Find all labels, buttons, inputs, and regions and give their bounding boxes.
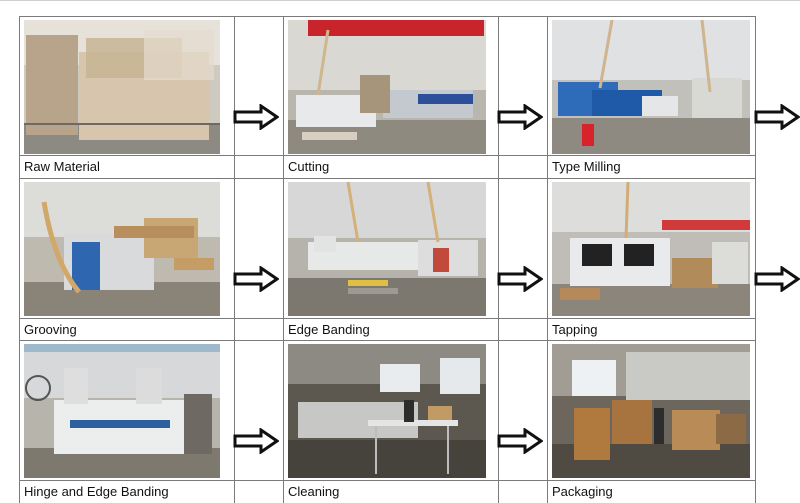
right-arrow-icon [233,104,279,130]
edge-banding-label: Edge Banding [288,322,370,337]
right-arrow-icon [233,428,279,454]
right-arrow-icon [497,428,543,454]
type-milling-photo [552,20,750,154]
tapping-photo [552,182,750,316]
right-arrow-icon [497,266,543,292]
grooving-label: Grooving [24,322,77,337]
cleaning-photo [288,344,486,478]
right-arrow-icon [754,104,800,130]
raw-material-photo [24,20,220,154]
tapping-label: Tapping [552,322,598,337]
packaging-photo [552,344,750,478]
right-arrow-icon [497,104,543,130]
top-rule [0,0,800,1]
right-arrow-icon [233,266,279,292]
cleaning-label: Cleaning [288,484,340,499]
cutting-photo [288,20,486,154]
grooving-photo [24,182,220,316]
edge-banding-photo [288,182,486,316]
cutting-label: Cutting [288,159,330,174]
right-arrow-icon [754,266,800,292]
type-milling-label: Type Milling [552,159,621,174]
hinge-and-edge-banding-label: Hinge and Edge Banding [24,484,169,499]
hinge-and-edge-banding-photo [24,344,220,478]
raw-material-label: Raw Material [24,159,100,174]
packaging-label: Packaging [552,484,613,499]
